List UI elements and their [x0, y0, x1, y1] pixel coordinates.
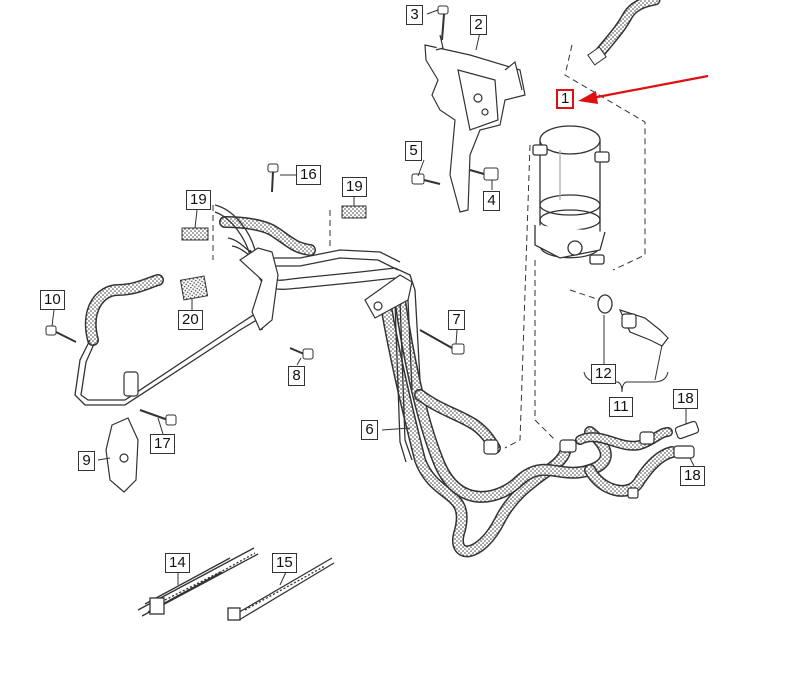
hose-group-main	[84, 216, 678, 558]
red-pointer-arrow	[578, 74, 709, 104]
sleeve-part-19	[181, 205, 367, 241]
callout-11: 11	[609, 397, 633, 417]
callout-19-right: 19	[342, 177, 367, 197]
callout-18-top: 18	[673, 389, 698, 409]
pipe-bracket-left	[239, 247, 279, 331]
cylinder-part-1	[532, 125, 610, 265]
screw-part-16	[267, 163, 279, 193]
nut-part-4	[469, 167, 499, 181]
callout-3: 3	[406, 5, 423, 25]
cable-tie-part-14	[137, 547, 259, 617]
callout-16: 16	[296, 165, 321, 185]
bolt-part-7	[419, 329, 465, 355]
screw-part-10	[45, 325, 77, 343]
pipe-clamp-plate	[364, 274, 413, 319]
callout-15: 15	[272, 553, 297, 573]
callout-1: 1	[556, 89, 575, 109]
callout-12: 12	[591, 364, 616, 384]
callout-18-bottom: 18	[680, 466, 705, 486]
leader-lines	[51, 9, 695, 586]
callout-17: 17	[150, 434, 175, 454]
callout-8: 8	[288, 366, 305, 386]
callout-5: 5	[405, 141, 422, 161]
callout-7: 7	[448, 310, 465, 330]
oring-part-12	[597, 294, 613, 314]
sleeve-part-20	[179, 275, 209, 301]
callout-14: 14	[165, 553, 190, 573]
dashed-assembly-outline	[212, 44, 646, 449]
screw-part-17	[139, 409, 177, 426]
connector-part-18	[673, 420, 700, 459]
hose-connectors	[483, 431, 655, 499]
callout-19-left: 19	[186, 190, 211, 210]
callout-20: 20	[178, 310, 203, 330]
callout-2: 2	[470, 15, 487, 35]
pipe-clip-center	[123, 371, 139, 397]
sensor-part-11	[618, 309, 669, 347]
clip-part-9	[105, 417, 139, 493]
callout-10: 10	[40, 290, 65, 310]
bolt-part-5	[411, 173, 441, 185]
screw-part-3	[437, 5, 449, 41]
bracket-part-2	[424, 34, 526, 213]
callout-6: 6	[361, 420, 378, 440]
callout-4: 4	[483, 191, 500, 211]
screw-part-8	[289, 347, 314, 360]
cable-tie-part-15	[227, 557, 335, 621]
callout-9: 9	[78, 451, 95, 471]
